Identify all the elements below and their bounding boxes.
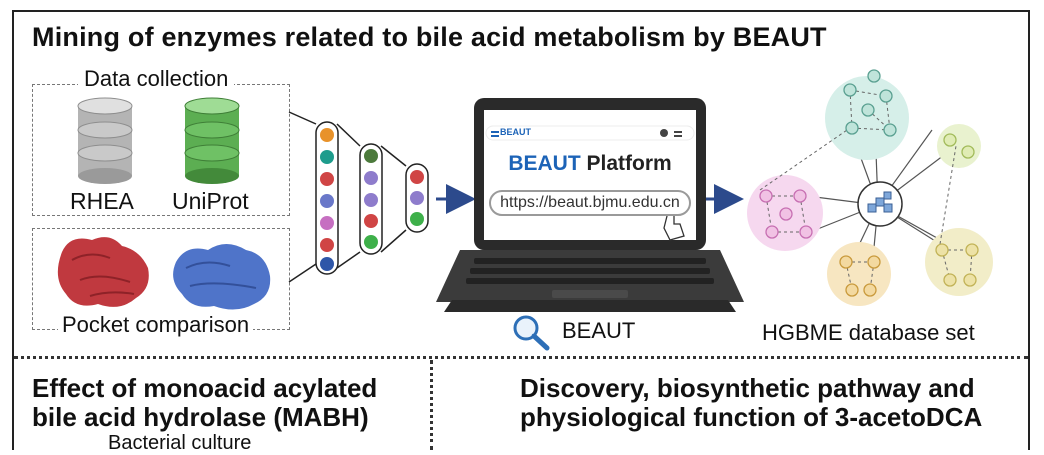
blue-protein-pocket-icon (173, 244, 271, 310)
network-layer-3 (405, 163, 429, 233)
network-layer-2 (359, 143, 383, 255)
url-bar[interactable]: https://beaut.bjmu.edu.cn (489, 190, 691, 216)
settings-dot-icon (660, 129, 668, 137)
mabh-title-line-2: bile acid hydrolase (MABH) (32, 402, 369, 432)
acetodca-title-line-1: Discovery, biosynthetic pathway and (520, 373, 975, 403)
section-divider-horizontal (14, 356, 1028, 359)
figure-frame (12, 10, 1030, 450)
magnifier-icon (513, 315, 550, 351)
laptop-keyboard (466, 258, 714, 284)
platform-heading: BEAUT Platform (484, 152, 696, 176)
uniprot-label: UniProt (172, 188, 249, 214)
beaut-caption: BEAUT (562, 318, 636, 343)
mabh-title-line-1: Effect of monoacid acylated (32, 373, 378, 403)
network-connectors (288, 111, 407, 283)
platform-heading-rest: Platform (586, 152, 672, 175)
network-layer-1 (315, 121, 339, 275)
rhea-database-icon (77, 97, 133, 184)
hgbme-caption: HGBME database set (762, 320, 975, 345)
acetodca-section-title: Discovery, biosynthetic pathway and phys… (520, 374, 982, 432)
acetodca-title-line-2: physiological function of 3-acetoDCA (520, 402, 983, 432)
platform-heading-accent: BEAUT (508, 152, 581, 175)
rhea-label: RHEA (70, 188, 134, 214)
mabh-section-title: Effect of monoacid acylated bile acid hy… (32, 374, 377, 432)
uniprot-database-icon (184, 97, 240, 184)
data-collection-heading: Data collection (78, 66, 235, 92)
red-protein-pocket-icon (57, 237, 149, 307)
section-divider-vertical (430, 360, 433, 450)
laptop-trackpad (552, 290, 628, 298)
pocket-comparison-label: Pocket comparison (58, 312, 254, 338)
hgbme-network-graph (747, 69, 993, 306)
browser-tab-label: BEAUT (500, 127, 531, 137)
figure-title: Mining of enzymes related to bile acid m… (32, 22, 827, 52)
